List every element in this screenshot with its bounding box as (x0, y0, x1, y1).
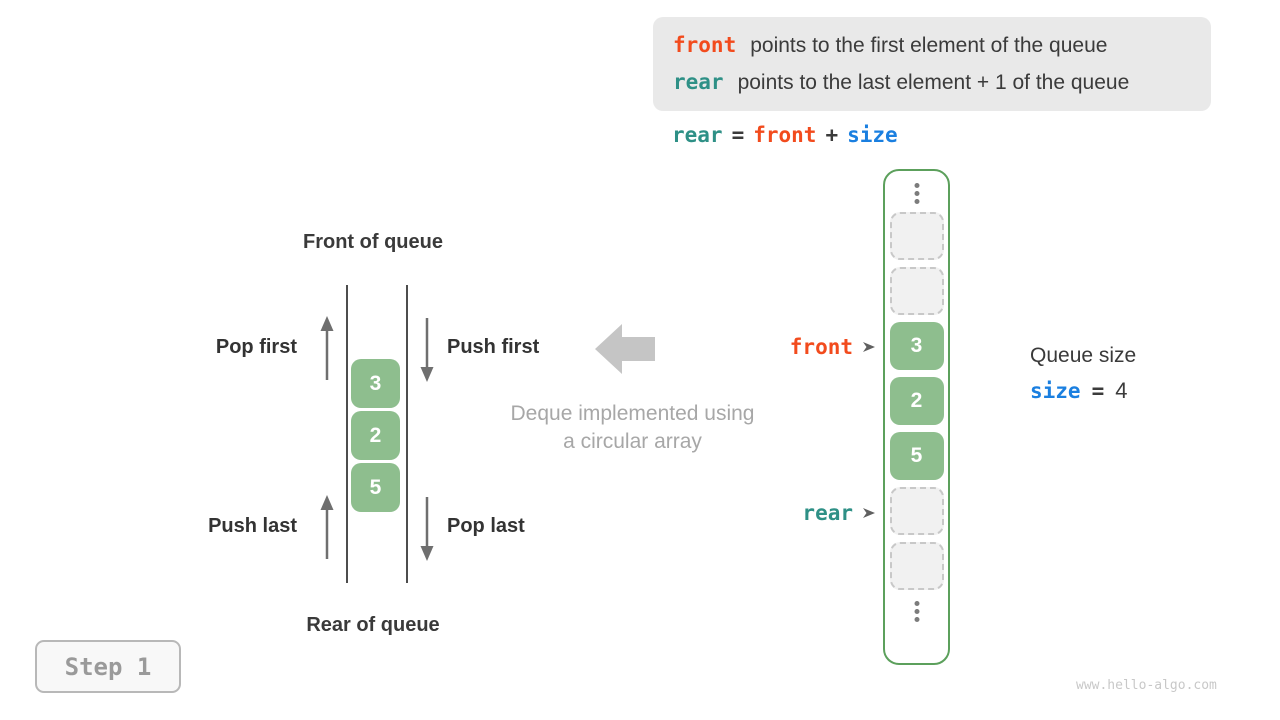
pointer-legend-box: front points to the first element of the… (653, 17, 1211, 111)
array-cells: 3 2 5 (889, 212, 944, 590)
array-cell-empty (889, 212, 944, 260)
formula-rear-token: rear (672, 123, 723, 147)
step-badge: Step 1 (35, 640, 181, 693)
array-cell-filled: 3 (889, 322, 944, 370)
right-arrowhead-icon (863, 508, 875, 518)
array-cell-filled: 2 (889, 377, 944, 425)
deque-cell: 3 (351, 359, 400, 408)
legend-line-rear: rear points to the last element + 1 of t… (673, 64, 1191, 101)
rear-pointer: rear (700, 500, 876, 526)
deque-cell: 2 (351, 411, 400, 460)
legend-line-front: front points to the first element of the… (673, 27, 1191, 64)
formula-front-token: front (753, 123, 817, 147)
deque-cells: 3 2 5 (351, 359, 400, 512)
left-block-arrow-icon (595, 324, 655, 374)
size-value: 4 (1115, 378, 1128, 403)
formula-equals-token: = (731, 123, 745, 147)
size-code-token: size (1030, 379, 1081, 403)
front-pointer: front (700, 334, 876, 360)
queue-size-block: Queue size size = 4 (1030, 344, 1136, 404)
rear-legend-text: points to the last element + 1 of the qu… (737, 71, 1130, 94)
rear-formula: rear = front + size (672, 120, 898, 150)
right-arrowhead-icon (863, 342, 875, 352)
ellipsis-icon (914, 183, 919, 204)
watermark: www.hello-algo.com (1076, 678, 1217, 693)
queue-size-title: Queue size (1030, 344, 1137, 367)
size-equals-token: = (1091, 379, 1105, 403)
front-code-token: front (673, 33, 737, 57)
circular-array: 3 2 5 (883, 169, 950, 665)
front-of-queue-title: Front of queue (303, 231, 443, 253)
array-cell-empty (889, 542, 944, 590)
rear-code-token: rear (673, 70, 724, 94)
array-cell-empty (889, 267, 944, 315)
ellipsis-icon (914, 601, 919, 622)
down-arrow-icon (420, 318, 434, 382)
array-cell-filled: 5 (889, 432, 944, 480)
up-arrow-icon (320, 495, 334, 559)
deque-cell: 5 (351, 463, 400, 512)
pop-last-label: Pop last (447, 515, 525, 537)
formula-size-token: size (847, 123, 898, 147)
front-pointer-label: front (789, 335, 853, 359)
deque-left-rail (346, 285, 348, 583)
caption-line-2: a circular array (563, 430, 702, 453)
rear-pointer-label: rear (802, 501, 853, 525)
front-legend-text: points to the first element of the queue (750, 34, 1108, 57)
down-arrow-icon (420, 497, 434, 561)
queue-size-value-line: size = 4 (1030, 378, 1136, 404)
rear-of-queue-title: Rear of queue (306, 614, 440, 636)
push-last-label: Push last (208, 515, 297, 537)
figure-caption: Deque implemented using a circular array (475, 400, 790, 456)
up-arrow-icon (320, 316, 334, 380)
array-cell-empty (889, 487, 944, 535)
formula-plus-token: + (825, 123, 839, 147)
deque-right-rail (406, 285, 408, 583)
caption-line-1: Deque implemented using (510, 402, 755, 425)
pop-first-label: Pop first (215, 336, 297, 358)
push-first-label: Push first (447, 336, 540, 358)
